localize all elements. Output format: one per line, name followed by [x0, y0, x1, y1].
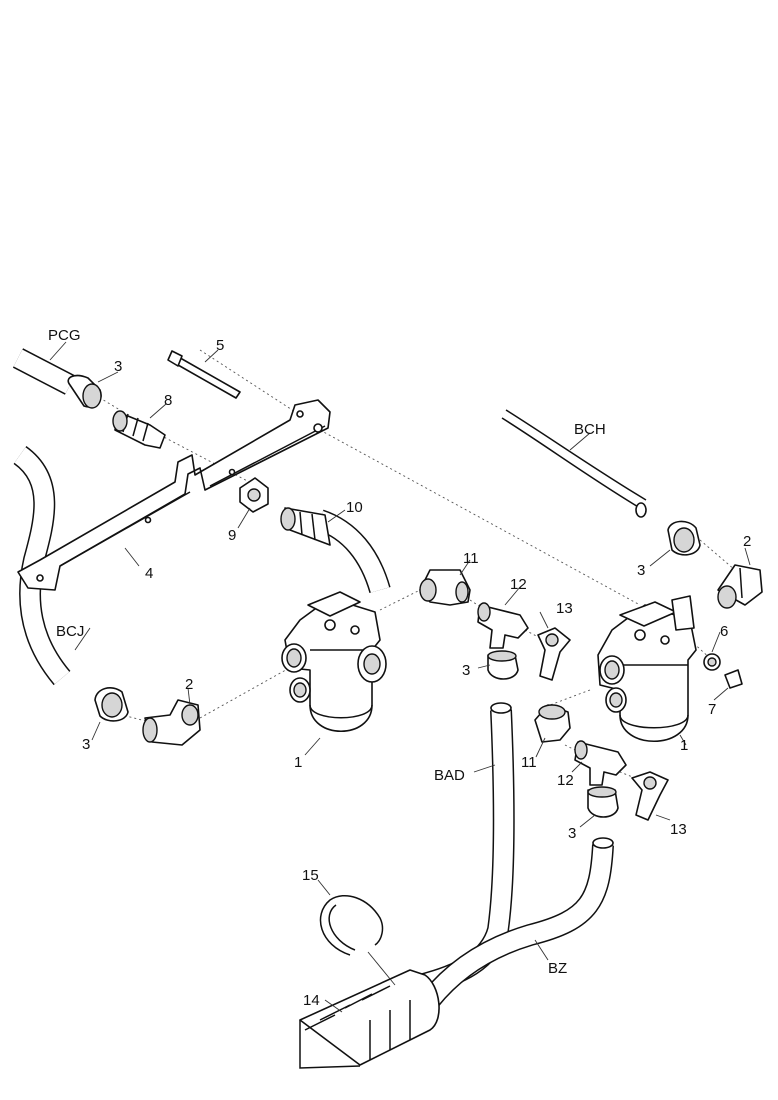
label-10: 10: [346, 499, 363, 516]
label-6: 6: [720, 623, 728, 640]
clamp-icon: [319, 895, 384, 956]
hose-pcg: [12, 348, 76, 395]
small-cap-icon: [724, 669, 743, 689]
cap-nut-icon: [667, 520, 701, 556]
mounting-bracket-icon: [17, 399, 331, 591]
wing-nut-icon: [631, 771, 669, 821]
label-bcj: BCJ: [56, 623, 84, 640]
label-3-mid: 3: [462, 662, 470, 679]
label-2-right: 2: [743, 533, 751, 550]
label-1-right: 1: [680, 737, 688, 754]
label-8: 8: [164, 392, 172, 409]
bolt-icon: [167, 350, 241, 399]
wing-nut-icon: [537, 627, 571, 681]
tee-fitting-icon: [574, 740, 627, 786]
label-15: 15: [302, 867, 319, 884]
label-3-bcj: 3: [82, 736, 90, 753]
hex-nut-icon: [239, 477, 269, 513]
label-bad: BAD: [434, 767, 465, 784]
label-4: 4: [145, 565, 153, 582]
label-13-top: 13: [556, 600, 573, 617]
label-5: 5: [216, 337, 224, 354]
hose-bcj: [13, 446, 71, 686]
collector-manifold: [299, 969, 440, 1069]
label-3-bch: 3: [637, 562, 645, 579]
cap-icon: [487, 650, 519, 680]
threaded-fitting-icon: [112, 410, 166, 449]
label-3-lower: 3: [568, 825, 576, 842]
valve-body-icon: [597, 595, 697, 743]
label-11-lower: 11: [521, 754, 537, 771]
tee-fitting-icon: [477, 602, 529, 649]
cap-nut-icon: [67, 374, 102, 409]
hose-10: [316, 509, 391, 594]
hose-sleeve-icon: [280, 507, 331, 546]
label-pcg: PCG: [48, 327, 81, 344]
elbow-fitting-icon: [142, 699, 201, 746]
cap-nut-icon: [94, 687, 129, 722]
label-bz: BZ: [548, 960, 567, 977]
label-14: 14: [303, 992, 320, 1009]
label-13-lower: 13: [670, 821, 687, 838]
valve-body-icon: [281, 591, 387, 733]
callout-labels: PCG 3 8 5 BCH 4 9 10 11 12 13 3 BCJ 3 2 …: [48, 327, 751, 1009]
label-9: 9: [228, 527, 236, 544]
label-1-left: 1: [294, 754, 302, 771]
label-12-top: 12: [510, 576, 527, 593]
elbow-fitting-icon: [717, 564, 763, 609]
leader-lines: [49, 341, 751, 1013]
cap-icon: [587, 786, 619, 818]
label-2-left: 2: [185, 676, 193, 693]
elbow-fitting-icon: [534, 704, 571, 743]
label-3-pcg: 3: [114, 358, 122, 375]
label-11-top: 11: [463, 550, 479, 567]
hose-bch: [501, 409, 647, 518]
label-bch: BCH: [574, 421, 606, 438]
label-12-lower: 12: [557, 772, 574, 789]
label-7: 7: [708, 701, 716, 718]
elbow-fitting-icon: [419, 569, 471, 606]
hose-bz: [421, 837, 614, 1007]
small-nut-icon: [703, 653, 721, 671]
